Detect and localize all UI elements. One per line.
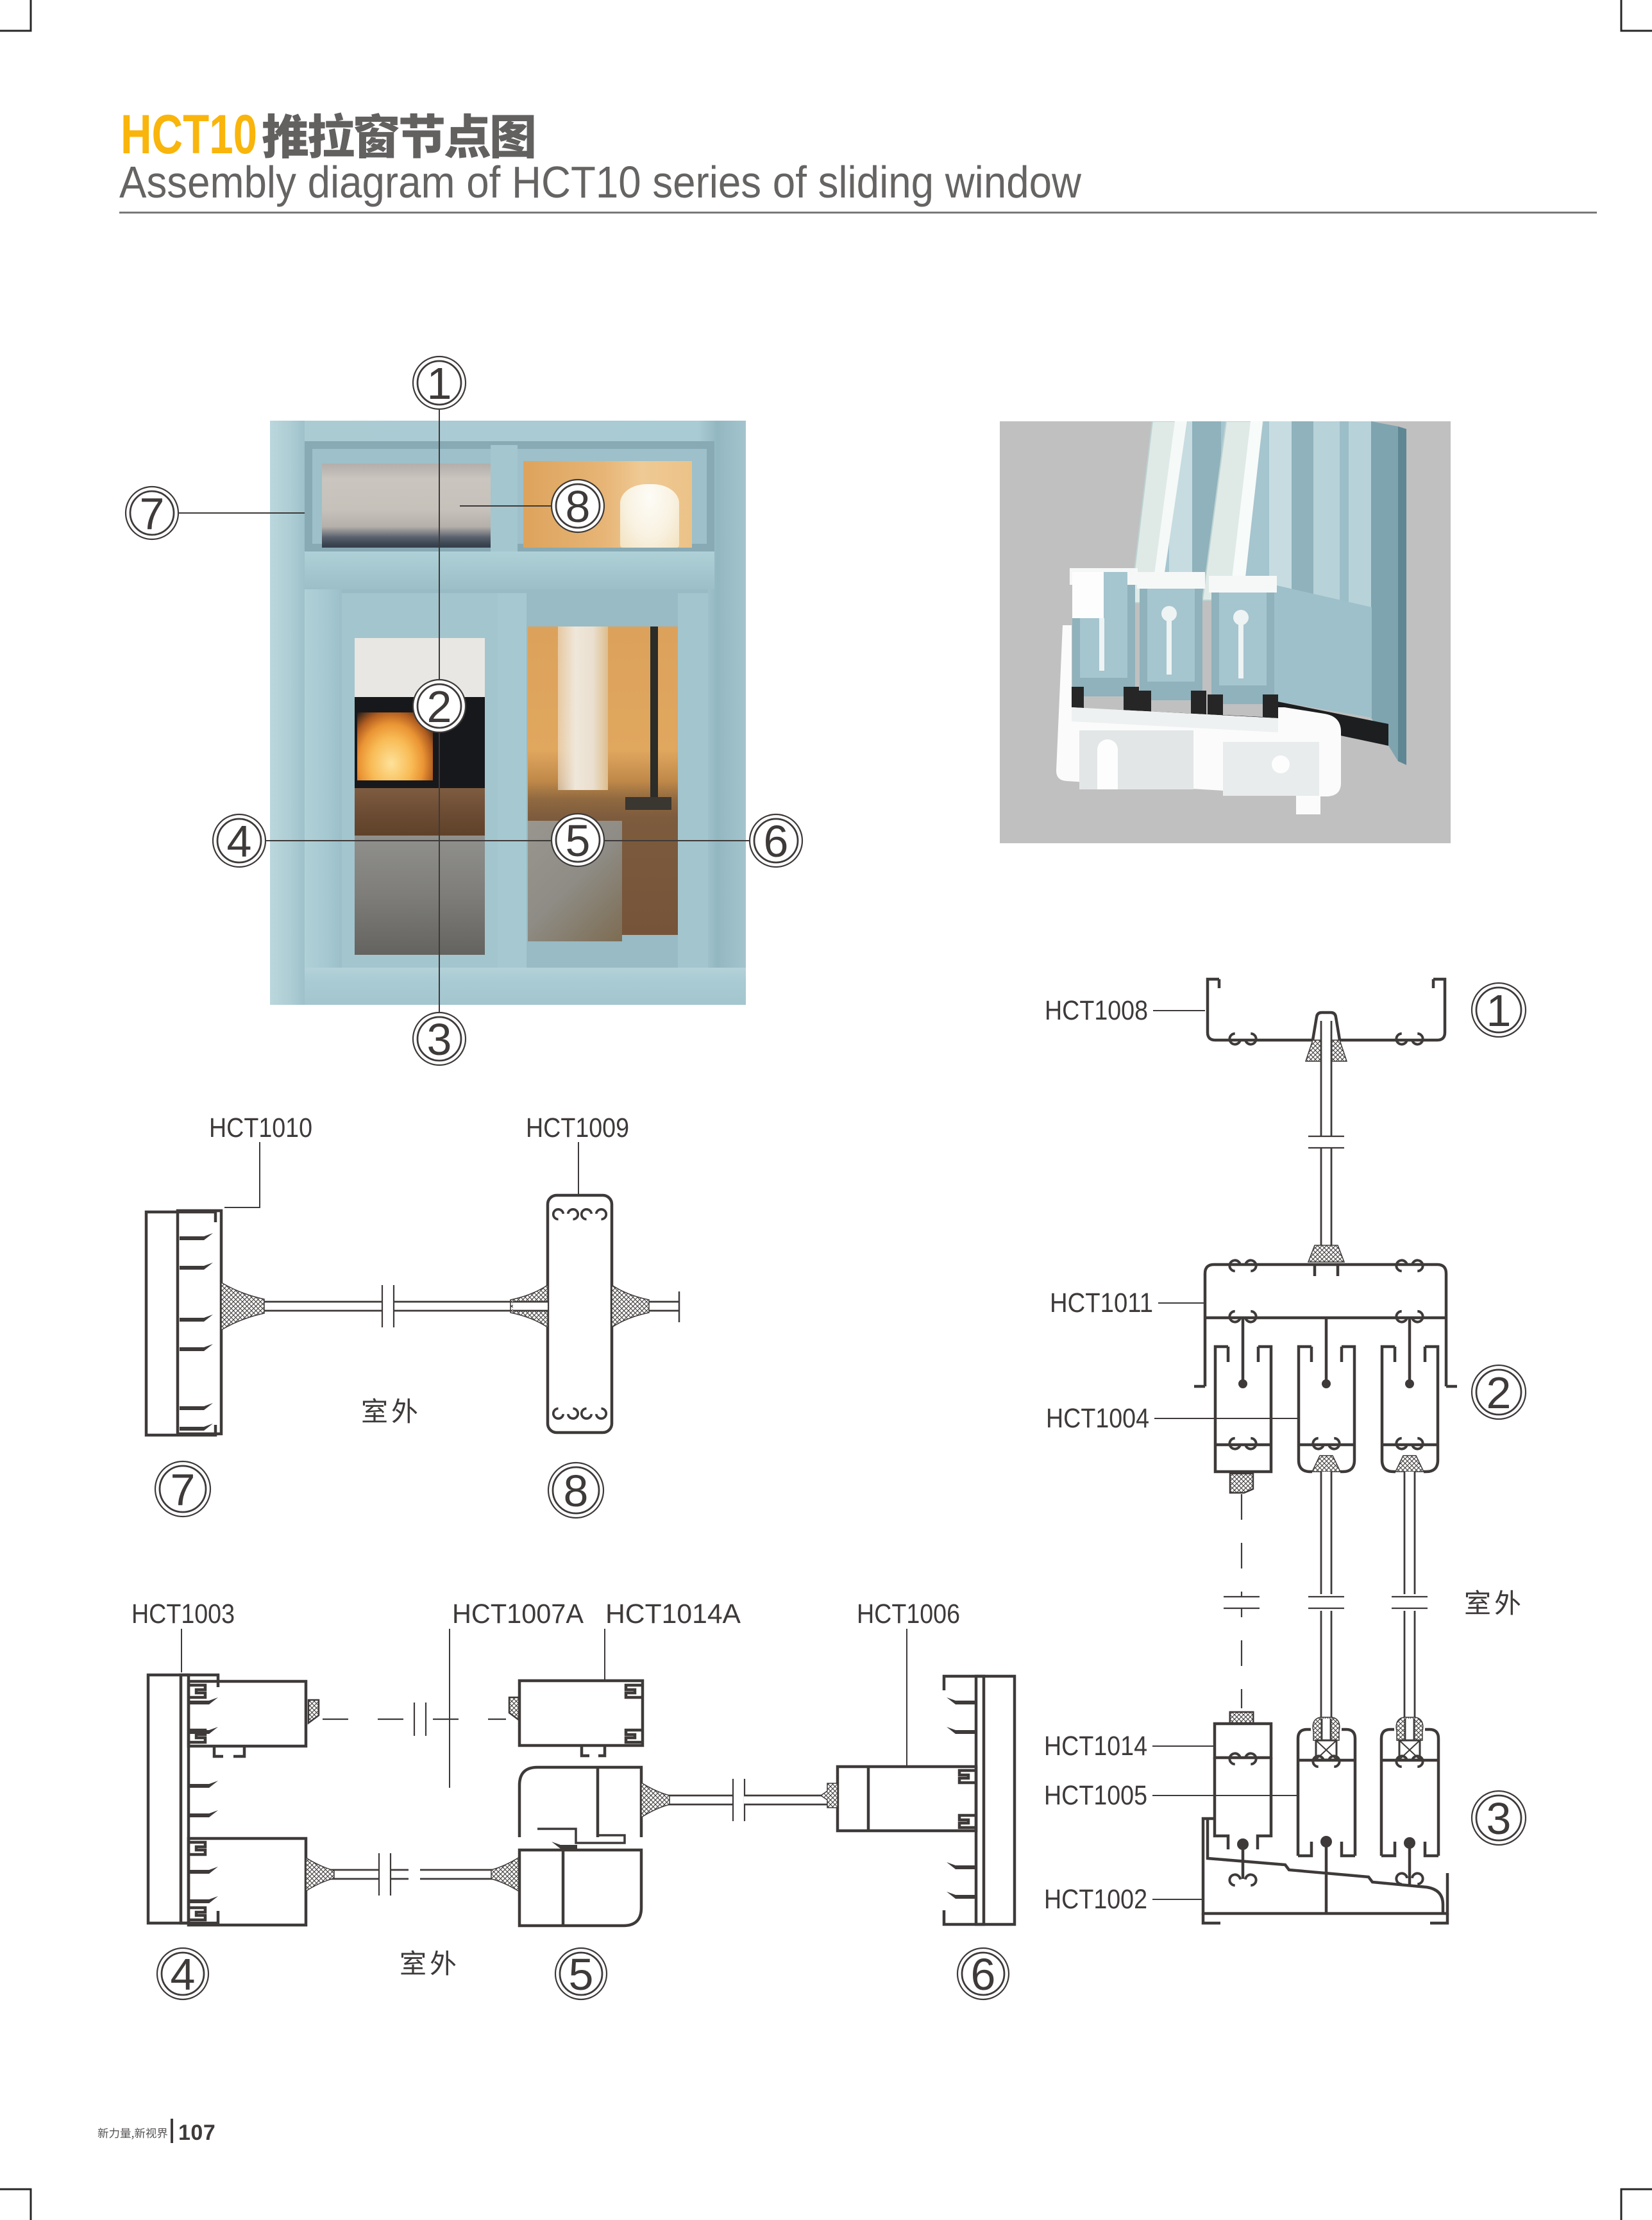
svg-text:7: 7 (171, 1465, 196, 1515)
svg-text:1: 1 (1487, 986, 1512, 1036)
svg-text:3: 3 (1487, 1794, 1512, 1844)
svg-text:8: 8 (566, 482, 591, 532)
svg-text:HCT1002: HCT1002 (1044, 1884, 1147, 1915)
svg-text:4: 4 (171, 1949, 196, 1999)
svg-text:6: 6 (764, 816, 789, 866)
svg-text:HCT1008: HCT1008 (1045, 995, 1148, 1026)
svg-text:Assembly diagram of HCT10 seri: Assembly diagram of HCT10 series of slid… (119, 157, 1081, 207)
svg-text:HCT1014A: HCT1014A (605, 1599, 741, 1629)
svg-text:5: 5 (566, 816, 591, 866)
svg-text:2: 2 (1487, 1368, 1512, 1418)
svg-text:1: 1 (427, 358, 452, 408)
svg-text:HCT1011: HCT1011 (1050, 1288, 1153, 1318)
svg-text:107: 107 (178, 2121, 215, 2145)
svg-text:HCT1009: HCT1009 (526, 1113, 629, 1143)
svg-text:2: 2 (427, 682, 452, 732)
svg-text:4: 4 (227, 816, 252, 866)
svg-text:HCT1006: HCT1006 (857, 1599, 960, 1629)
svg-text:7: 7 (140, 489, 165, 539)
svg-text:HCT1005: HCT1005 (1044, 1780, 1147, 1811)
svg-text:HCT1010: HCT1010 (209, 1113, 312, 1143)
svg-text:5: 5 (569, 1949, 594, 1999)
svg-text:HCT10: HCT10 (121, 104, 257, 165)
svg-text:HCT1007A: HCT1007A (452, 1599, 584, 1629)
svg-text:HCT1014: HCT1014 (1044, 1731, 1147, 1762)
svg-text:6: 6 (971, 1949, 996, 1999)
svg-text:HCT1003: HCT1003 (131, 1599, 235, 1629)
svg-text:HCT1004: HCT1004 (1046, 1403, 1149, 1434)
svg-text:8: 8 (564, 1466, 589, 1516)
svg-text:3: 3 (427, 1014, 452, 1064)
